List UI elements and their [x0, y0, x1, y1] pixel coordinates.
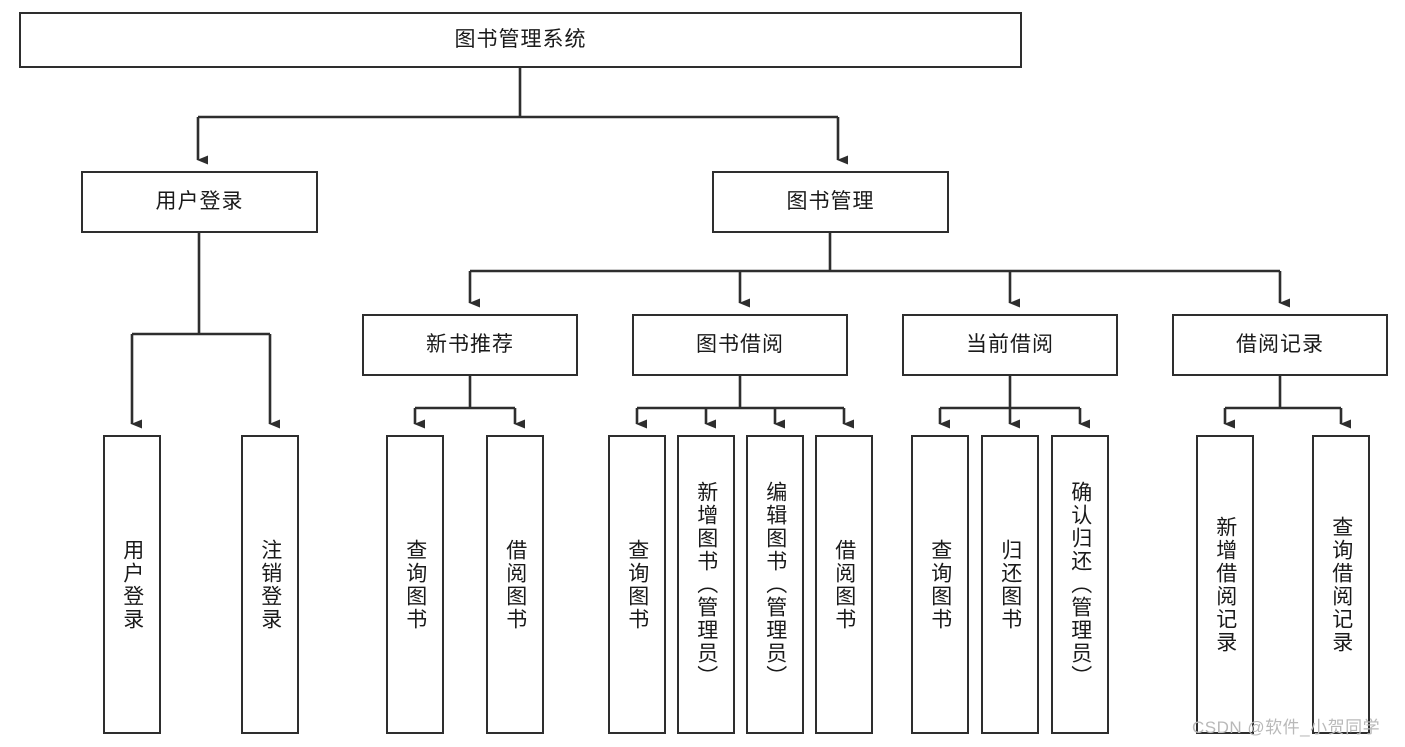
leaf-borrow-book[interactable]: 借阅图书 — [815, 435, 873, 734]
leaf-add-borrow-record[interactable]: 新增借阅记录 — [1196, 435, 1254, 734]
leaf-user-logout[interactable]: 注销登录 — [241, 435, 299, 734]
node-current-borrow[interactable]: 当前借阅 — [902, 314, 1118, 376]
edge-borrow-record-to-leaves — [1223, 376, 1351, 429]
node-book-borrow-label: 图书借阅 — [696, 333, 784, 357]
leaf-query-book-rec[interactable]: 查询图书 — [386, 435, 444, 734]
leaf-add-borrow-record-label: 新增借阅记录 — [1213, 515, 1237, 654]
edge-user-login-to-leaves — [130, 233, 280, 429]
node-user-login-label: 用户登录 — [155, 190, 244, 214]
leaf-add-book-admin-label: 新增图书（管理员） — [694, 481, 718, 688]
node-new-book-recommend[interactable]: 新书推荐 — [362, 314, 578, 376]
leaf-user-logout-label: 注销登录 — [258, 538, 282, 631]
node-borrow-record-label: 借阅记录 — [1236, 333, 1324, 357]
leaf-user-login[interactable]: 用户登录 — [103, 435, 161, 734]
csdn-watermark: CSDN @软件_小贺同学 — [1192, 718, 1381, 737]
node-book-management[interactable]: 图书管理 — [712, 171, 949, 233]
leaf-confirm-return-admin[interactable]: 确认归还（管理员） — [1051, 435, 1109, 734]
leaf-edit-book-admin-label: 编辑图书（管理员） — [763, 481, 787, 688]
node-root-label: 图书管理系统 — [454, 28, 587, 52]
leaf-edit-book-admin[interactable]: 编辑图书（管理员） — [746, 435, 804, 734]
node-book-borrow[interactable]: 图书借阅 — [632, 314, 848, 376]
node-user-login[interactable]: 用户登录 — [81, 171, 318, 233]
leaf-query-book-cur-label: 查询图书 — [928, 538, 952, 631]
leaf-confirm-return-admin-label: 确认归还（管理员） — [1068, 481, 1092, 688]
edge-root-to-level2 — [196, 68, 848, 165]
node-new-book-recommend-label: 新书推荐 — [426, 333, 514, 357]
leaf-add-book-admin[interactable]: 新增图书（管理员） — [677, 435, 735, 734]
leaf-query-book-rec-label: 查询图书 — [403, 538, 427, 631]
leaf-user-login-label: 用户登录 — [120, 538, 144, 631]
leaf-return-book[interactable]: 归还图书 — [981, 435, 1039, 734]
node-current-borrow-label: 当前借阅 — [966, 333, 1054, 357]
leaf-return-book-label: 归还图书 — [998, 538, 1022, 631]
node-borrow-record[interactable]: 借阅记录 — [1172, 314, 1388, 376]
leaf-query-book-cur[interactable]: 查询图书 — [911, 435, 969, 734]
leaf-borrow-book-rec[interactable]: 借阅图书 — [486, 435, 544, 734]
node-root[interactable]: 图书管理系统 — [19, 12, 1022, 68]
edge-book-management-to-level3 — [468, 233, 1290, 308]
edge-book-borrow-to-leaves — [635, 376, 854, 429]
leaf-query-borrow-record[interactable]: 查询借阅记录 — [1312, 435, 1370, 734]
leaf-borrow-book-rec-label: 借阅图书 — [503, 538, 527, 631]
leaf-query-book-borrow-label: 查询图书 — [625, 538, 649, 631]
edge-current-borrow-to-leaves — [938, 376, 1090, 429]
leaf-borrow-book-label: 借阅图书 — [832, 538, 856, 631]
leaf-query-book-borrow[interactable]: 查询图书 — [608, 435, 666, 734]
leaf-query-borrow-record-label: 查询借阅记录 — [1329, 515, 1353, 654]
node-book-management-label: 图书管理 — [786, 190, 875, 214]
edge-new-book-recommend-to-leaves — [413, 376, 525, 429]
